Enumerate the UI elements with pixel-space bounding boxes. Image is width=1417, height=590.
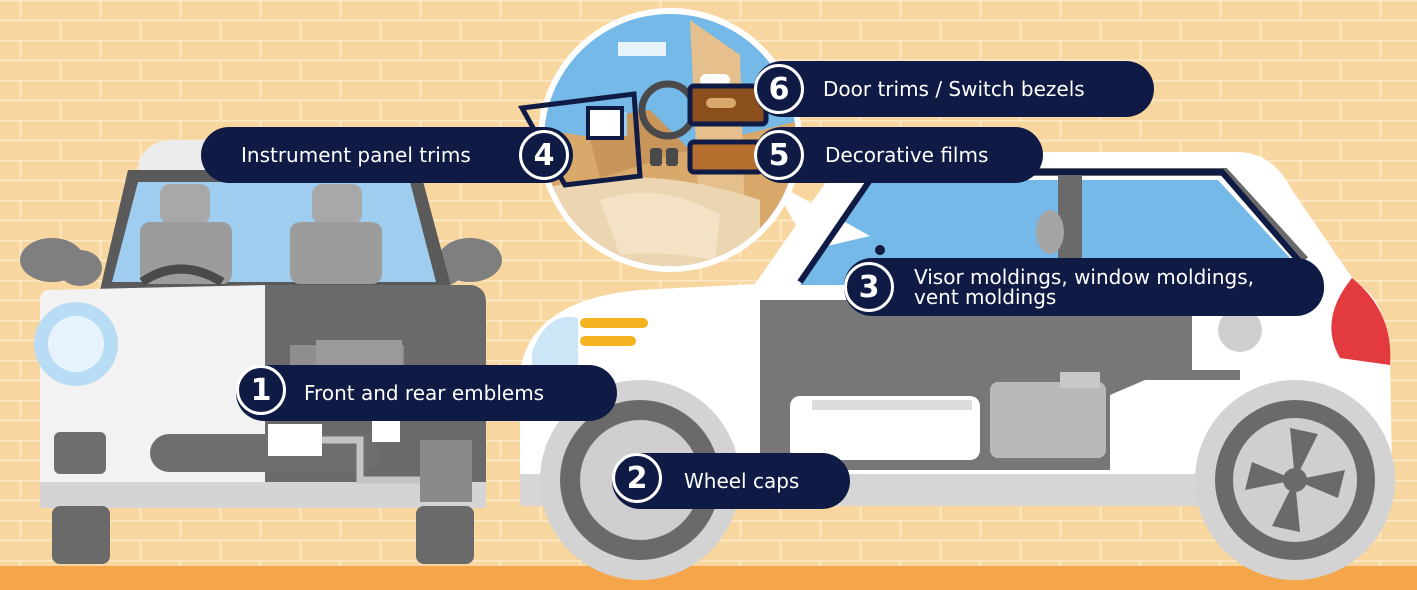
callout-5-decorative-films: 5 Decorative films <box>754 127 1043 183</box>
callout-number-5: 5 <box>754 130 804 180</box>
callout-text-4: Instrument panel trims <box>241 143 471 167</box>
callout-6-door-trims-switch-bezels: 6 Door trims / Switch bezels <box>754 61 1154 117</box>
callout-text-5: Decorative films <box>825 143 989 167</box>
callout-1-front-rear-emblems: 1 Front and rear emblems <box>236 365 617 421</box>
callout-number-1: 1 <box>236 365 286 415</box>
callout-number-3: 3 <box>844 262 894 312</box>
callout-number-4: 4 <box>519 130 569 180</box>
callout-number-6: 6 <box>754 64 804 114</box>
callout-text-6: Door trims / Switch bezels <box>823 77 1085 101</box>
callout-number-2: 2 <box>612 453 662 503</box>
callout-text-1: Front and rear emblems <box>304 381 545 405</box>
callout-2-wheel-caps: 2 Wheel caps <box>612 453 850 509</box>
callout-text-3: Visor moldings, window moldings, vent mo… <box>914 265 1254 309</box>
callout-text-2: Wheel caps <box>684 469 800 493</box>
side-view-car <box>520 152 1395 580</box>
callout-3-visor-moldings: 3 Visor moldings, window moldings, vent … <box>844 258 1324 316</box>
ground-strip <box>0 566 1417 590</box>
interior-magnifier <box>518 8 870 272</box>
callout-4-instrument-panel-trims: Instrument panel trims 4 <box>201 127 573 183</box>
